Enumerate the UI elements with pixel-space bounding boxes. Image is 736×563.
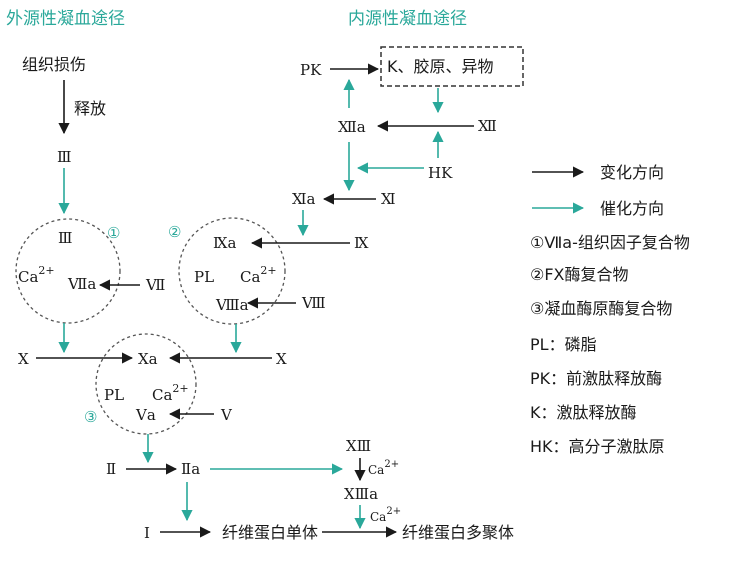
intrinsic-title: 内源性凝血途径 (348, 9, 467, 29)
tissue-damage-label: 组织损伤 (22, 55, 86, 74)
complex-1-circle (15, 218, 121, 324)
complex-3-marker: ③ (84, 408, 97, 426)
legend-catalysis-label: 催化方向 (600, 199, 664, 218)
factor-12a-label: Ⅻa (338, 118, 366, 136)
factor-10a-label: Xa (138, 350, 158, 368)
factor-11-label: Ⅺ (381, 190, 396, 208)
factor-1-label: Ⅰ (144, 524, 150, 542)
complex-1-marker: ① (107, 224, 120, 242)
legend-k: K：激肽释放酶 (530, 403, 637, 422)
factor-10-right-label: X (276, 350, 287, 368)
factor-2-label: Ⅱ (106, 460, 116, 478)
extrinsic-title: 外源性凝血途径 (6, 9, 125, 29)
factor-12-label: Ⅻ (478, 117, 497, 135)
factor-11a-label: Ⅺa (292, 190, 316, 208)
complex-1-ca-label: Ca2+ (18, 264, 55, 286)
complex-1-f3-label: Ⅲ (58, 229, 72, 247)
factor-9-label: Ⅸ (354, 234, 369, 252)
activator-label: K、胶原、异物 (387, 57, 494, 76)
factor-2a-label: Ⅱa (181, 460, 200, 478)
factor-5a-label: Ⅴa (135, 406, 156, 424)
complex-2-ca-label: Ca2+ (240, 264, 277, 286)
factor-13-label: ⅩⅢ (346, 437, 371, 455)
fibrin-polymer-label: 纤维蛋白多聚体 (402, 523, 514, 542)
activator-box (380, 46, 524, 87)
pk-label: PK (300, 61, 322, 79)
complex-2-circle (178, 217, 286, 325)
complex-3-pl-label: PL (104, 386, 124, 404)
factor-8a-label: Ⅷa (215, 296, 249, 314)
legend-pl: PL：磷脂 (530, 335, 597, 354)
legend-change-label: 变化方向 (600, 163, 664, 182)
complex-2-pl-label: PL (194, 268, 214, 286)
factor-8-label: Ⅷ (301, 294, 326, 312)
release-label: 释放 (74, 99, 106, 118)
fibrin-monomer-label: 纤维蛋白单体 (222, 523, 318, 542)
complex-2-marker: ② (168, 223, 181, 241)
factor-7a-label: Ⅶa (67, 275, 96, 293)
complex-3-ca-label: Ca2+ (152, 382, 189, 404)
legend-pk: PK：前激肽释放酶 (530, 369, 662, 388)
legend: 变化方向 催化方向 ①Ⅶa-组织因子复合物 ②FⅩ酶复合物 ③凝血酶原酶复合物 … (530, 163, 690, 456)
hk-label: HK (428, 164, 453, 182)
factor-9a-label: Ⅸa (213, 234, 236, 252)
legend-item-2: ②FⅩ酶复合物 (530, 265, 629, 284)
legend-item-1: ①Ⅶa-组织因子复合物 (530, 233, 690, 252)
legend-hk: HK：高分子激肽原 (530, 437, 665, 456)
complex-3-circle (95, 333, 197, 435)
factor-3-label: Ⅲ (57, 148, 71, 166)
ca-label-4: Ca2+ (368, 459, 399, 477)
factor-5-label: Ⅴ (220, 406, 233, 424)
ca-label-5: Ca2+ (370, 506, 401, 524)
legend-item-3: ③凝血酶原酶复合物 (530, 299, 672, 318)
factor-7-label: Ⅶ (145, 276, 165, 294)
factor-10-left-label: X (18, 350, 29, 368)
factor-13a-label: ⅩⅢa (344, 485, 378, 503)
